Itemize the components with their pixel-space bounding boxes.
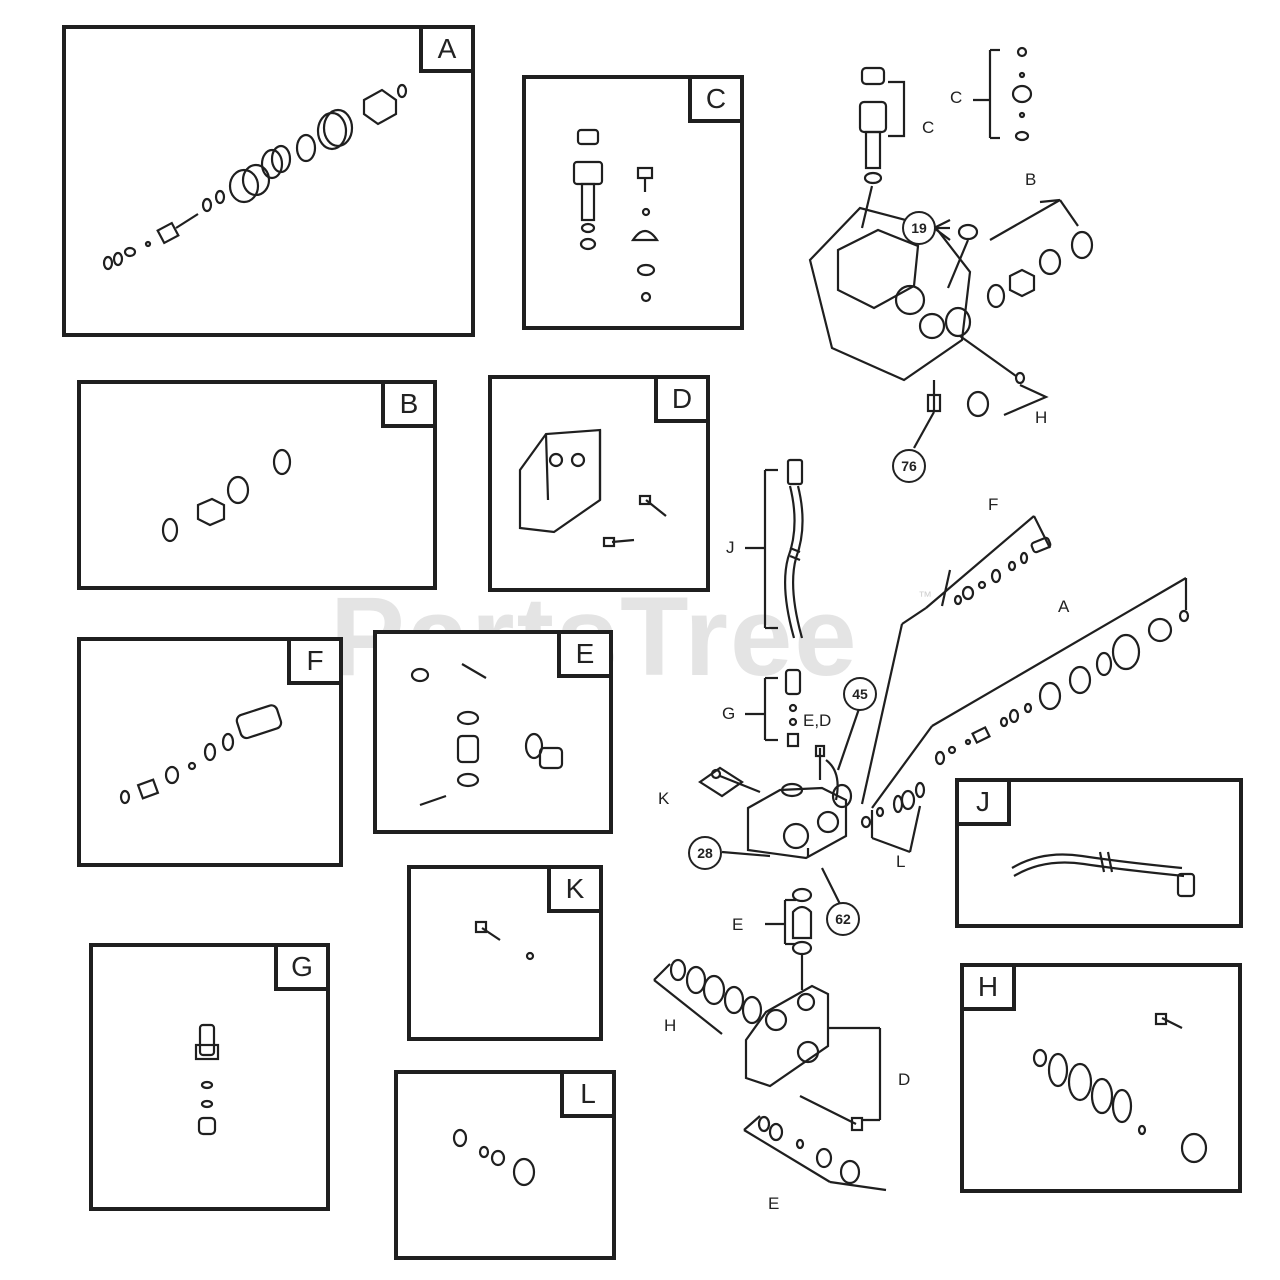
panel-h-parts [1032,1012,1208,1164]
callout-j: J [726,538,735,557]
panel-f-tag: F [287,637,343,685]
circled-leaders [721,226,950,905]
callout-h-lower: H [664,1016,677,1035]
part-number-19: 19 [902,211,936,245]
panel-k-parts [474,920,535,961]
panel-f: F [77,637,343,867]
panel-f-parts [119,704,283,805]
panel-c-parts [572,128,660,303]
callout-c-upper: C [950,88,963,107]
callout-a: A [1058,597,1070,616]
panel-h-tag: H [960,963,1016,1011]
panel-l: L [394,1070,616,1260]
panel-b-parts [161,448,292,543]
panel-l-parts [452,1128,536,1187]
lower-manifold-assembly [653,887,887,1192]
panel-a-tag: A [419,25,475,73]
panel-b: B [77,380,437,590]
callout-d: D [898,1070,911,1089]
callout-l: L [896,852,906,871]
callout-b: B [1025,170,1037,189]
part-number-28: 28 [688,836,722,870]
panel-g: G [89,943,330,1211]
panel-b-tag: B [381,380,437,428]
callout-ed: E,D [803,711,832,730]
callout-g: G [722,704,736,723]
panel-c: C [522,75,744,330]
panel-e-parts [410,663,564,807]
callout-k: K [658,789,670,808]
callout-e-mid: E [732,915,744,934]
panel-j-parts [1011,851,1196,898]
middle-manifold-assembly [698,458,1190,860]
panel-g-parts [194,1023,220,1136]
part-number-62: 62 [826,902,860,936]
panel-e-tag: E [557,630,613,678]
callout-c-mid: C [922,118,935,137]
panel-d-tag: D [654,375,710,423]
panel-k: K [407,865,603,1041]
panel-j-tag: J [955,778,1011,826]
callout-e-lower: E [768,1194,780,1213]
panel-l-tag: L [560,1070,616,1118]
panel-d-parts [518,428,667,548]
part-number-45: 45 [843,677,877,711]
panel-a-parts [102,83,408,271]
panel-c-tag: C [688,75,744,123]
upper-pump-assembly [808,46,1094,449]
panel-g-tag: G [274,943,330,991]
panel-k-tag: K [547,865,603,913]
panel-e: E [373,630,613,834]
callout-h-upper: H [1035,408,1048,427]
callout-f: F [988,495,999,514]
watermark-tm: ™ [918,588,932,604]
panel-j: J [955,778,1243,928]
part-number-76: 76 [892,449,926,483]
